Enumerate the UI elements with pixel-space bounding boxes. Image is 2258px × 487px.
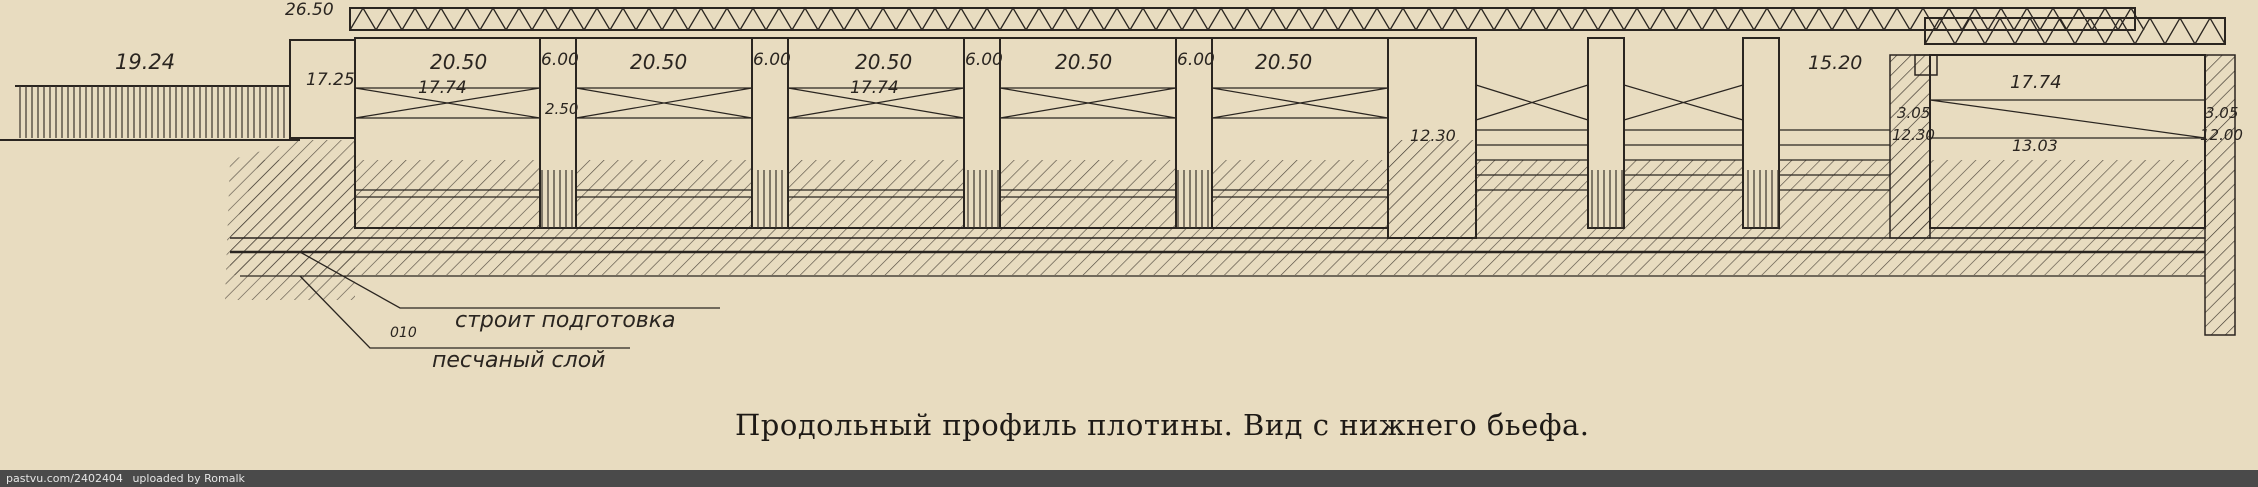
- dim-right-b: 3.05: [2205, 104, 2239, 122]
- elev-ground: 19.24: [115, 50, 176, 74]
- legend-layer1: строит подготовка: [455, 308, 676, 333]
- uploader-text: uploaded by Romalk: [132, 472, 245, 485]
- elev-water-mid: 17.74: [850, 78, 899, 98]
- span-2: 20.50: [630, 50, 688, 74]
- piers: [539, 37, 1780, 229]
- span-5: 20.50: [1255, 50, 1313, 74]
- pier-5: [1587, 37, 1625, 229]
- pier-2: [751, 37, 789, 229]
- figure-caption: Продольный профиль плотины. Вид с нижнег…: [735, 408, 1590, 442]
- stop-logs: [1475, 84, 1890, 191]
- elev-sill-gate: 12.30: [1410, 126, 1456, 145]
- elev-water-left: 17.74: [418, 78, 467, 98]
- foundation-slab: [230, 160, 2205, 277]
- pier-dim-3: 6.00: [965, 50, 1003, 70]
- pier-dim-4: 6.00: [1177, 50, 1215, 70]
- elev-sill-right-a: 12.30: [1892, 126, 1935, 144]
- elev-abutment: 17.25: [306, 70, 355, 90]
- elev-sill-right-b: 13.03: [2012, 136, 2058, 155]
- span-3: 20.50: [855, 50, 913, 74]
- legend-code: 010: [390, 325, 417, 341]
- truss-deck: [349, 6, 2226, 45]
- pier-dim-2: 6.00: [753, 50, 791, 70]
- dim-pier-step: 2.50: [545, 100, 579, 118]
- pier-4: [1175, 37, 1213, 229]
- legend-layer2: песчаный слой: [432, 348, 606, 373]
- source-footer: pastvu.com/2402404 uploaded by Romalk: [0, 470, 2258, 487]
- source-link[interactable]: pastvu.com/2402404: [6, 472, 123, 485]
- elev-sill-far: 12.00: [2200, 126, 2243, 144]
- pier-3: [963, 37, 1001, 229]
- dam-profile-drawing: [0, 6, 2236, 349]
- pier-dim-1: 6.00: [541, 50, 579, 70]
- span-6: 15.20: [1808, 52, 1863, 74]
- elev-water-right: 17.74: [2010, 72, 2062, 93]
- pier-6: [1742, 37, 1780, 229]
- gate-block: [1387, 37, 2236, 336]
- span-4: 20.50: [1055, 50, 1113, 74]
- legend-leaders: [299, 251, 720, 349]
- span-1: 20.50: [430, 50, 488, 74]
- elev-deck: 26.50: [285, 0, 334, 20]
- pier-1: [539, 37, 577, 229]
- dim-right-a: 3.05: [1897, 104, 1931, 122]
